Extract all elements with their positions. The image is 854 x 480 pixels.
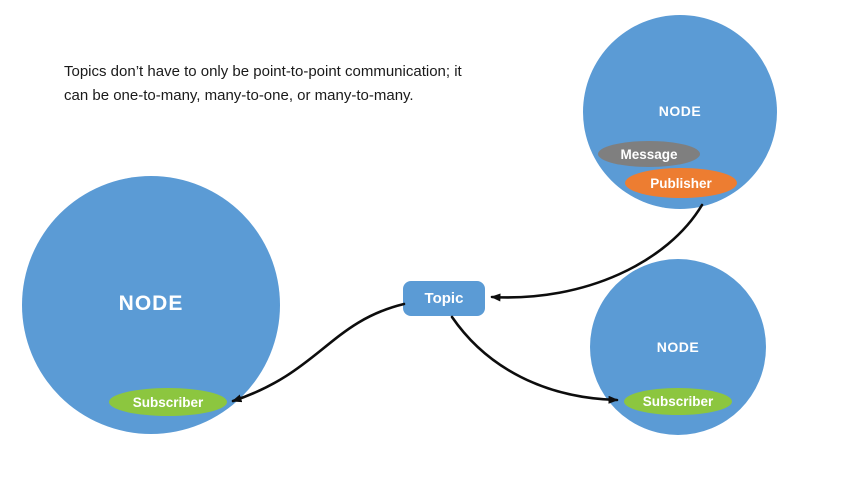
- topic-box-label: Topic: [424, 290, 464, 307]
- publisher-badge-label: Publisher: [650, 175, 712, 191]
- description-line-1: Topics don’t have to only be point-to-po…: [64, 63, 462, 80]
- description-line-2: can be one-to-many, many-to-one, or many…: [64, 87, 414, 104]
- subscriber-badge-bottom-right: Subscriber: [624, 388, 732, 415]
- node-label: NODE: [658, 103, 702, 119]
- subscriber-badge-left: Subscriber: [109, 388, 227, 416]
- message-badge-label: Message: [620, 146, 678, 162]
- slide-description: Topics don’t have to only be point-to-po…: [64, 60, 534, 108]
- message-badge: Message: [598, 141, 700, 167]
- node-label: NODE: [656, 339, 700, 355]
- publisher-badge: Publisher: [625, 168, 737, 198]
- subscriber-badge-label: Subscriber: [132, 394, 204, 410]
- subscriber-badge-label: Subscriber: [642, 394, 714, 409]
- node-label: NODE: [118, 292, 184, 315]
- topic-box: Topic: [403, 281, 485, 316]
